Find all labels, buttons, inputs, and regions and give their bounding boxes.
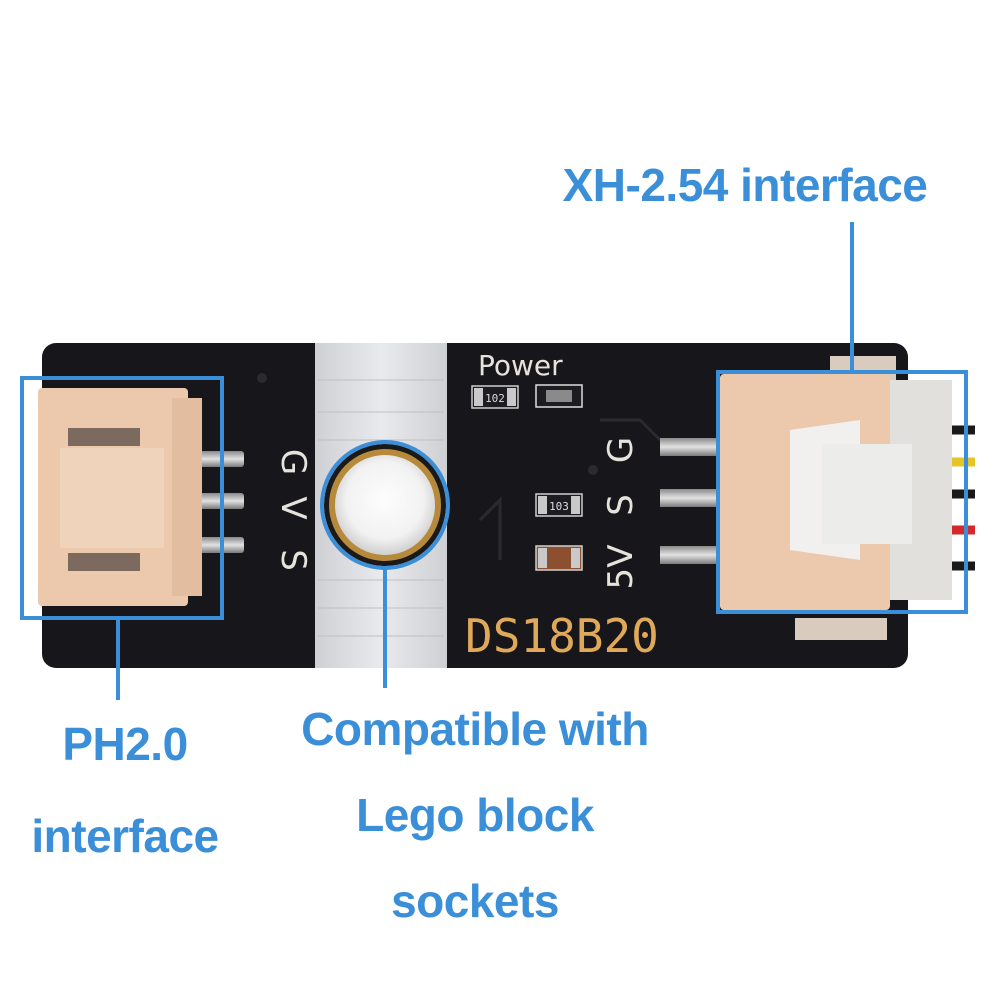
ph-highlight-box [20, 376, 224, 620]
model-silkscreen: DS18B20 [465, 609, 659, 663]
left-pin-s: S [273, 549, 313, 571]
xh-connector [720, 356, 952, 640]
resistor-103 [535, 493, 583, 517]
right-pin-s: S [601, 494, 641, 516]
lego-label-line3: sockets [391, 875, 559, 927]
power-silkscreen: Power [478, 349, 563, 382]
xh-interface-label: XH-2.54 interface [540, 158, 950, 212]
lego-label-line1: Compatible with [301, 703, 649, 755]
resistor-102 [471, 385, 519, 409]
left-pin-v: V [273, 496, 313, 519]
ph-label-line2: interface [31, 810, 219, 862]
right-pin-g: G [601, 437, 641, 463]
right-pin-5v: 5V [601, 545, 641, 590]
xh-label-text: XH-2.54 interface [562, 159, 928, 211]
resistor-103-label: 103 [549, 500, 569, 513]
ph-interface-label: PH2.0 interface [0, 698, 250, 882]
ph-label-line1: PH2.0 [62, 718, 188, 770]
left-pin-g: G [273, 449, 313, 475]
lego-compat-label: Compatible with Lego block sockets [270, 686, 680, 944]
resistor-102-label: 102 [485, 392, 505, 405]
lego-label-line2: Lego block [356, 789, 594, 841]
xh-highlight-box [716, 370, 968, 614]
pcb-board [42, 343, 908, 668]
ph-connector [38, 388, 202, 606]
